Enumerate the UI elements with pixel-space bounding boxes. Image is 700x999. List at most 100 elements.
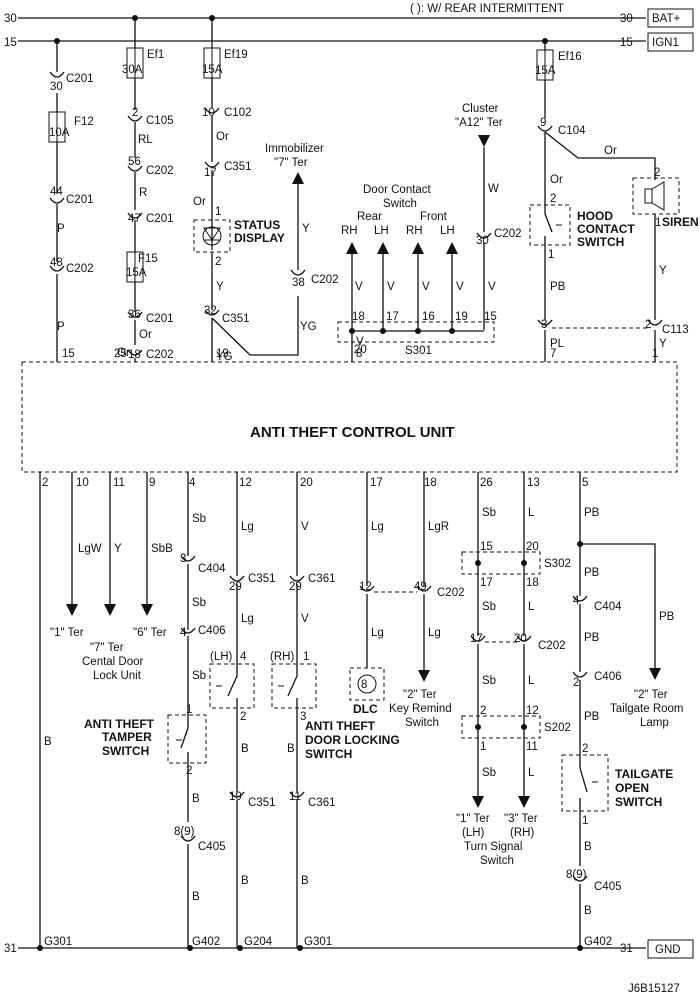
door-front-rh-arrow-icon	[412, 242, 424, 254]
label-components-rear: Rear	[357, 211, 382, 223]
label-wires-LgW: LgW	[78, 543, 102, 555]
tamper-switch-contact-icon	[176, 716, 189, 763]
label-connectors-c361: C361	[308, 573, 336, 585]
label-components-cluster_1: Cluster	[462, 103, 499, 115]
label-fuses-f12_rating: 10A	[49, 127, 70, 139]
rail-15: 15 15 IGN1	[4, 32, 694, 52]
label-wires-Lg: Lg	[241, 613, 254, 625]
label-pins-p48: 48	[50, 257, 63, 269]
label-pins-p9: 9	[540, 117, 546, 129]
label-components-rh: RH	[406, 225, 423, 237]
label-fuses-f15_rating: 15A	[126, 267, 147, 279]
label-components-hood_1: HOOD	[577, 209, 613, 223]
label-wires-RL: RL	[138, 134, 153, 146]
label-pins-p2: 2	[573, 677, 579, 689]
label-pins-p2: 2	[582, 743, 588, 755]
label-pins-p36: 36	[128, 309, 141, 321]
label-pins-p8: 8	[361, 679, 367, 691]
door-front-lh-arrow-icon	[446, 242, 458, 254]
label-components-central_2: Lock Unit	[93, 670, 142, 682]
label-components-turn_2: Switch	[480, 855, 514, 867]
label-connectors-c405: C405	[198, 841, 226, 853]
label-connectors-c201: C201	[66, 73, 94, 85]
label-pins-p56: 56	[128, 156, 141, 168]
label-connectors-c361: C361	[308, 797, 336, 809]
hood-contact-switch-box	[529, 204, 571, 246]
tamper-switch-box	[167, 714, 207, 764]
label-connectors-c104: C104	[558, 125, 586, 137]
label-pins-p1: 1	[480, 741, 486, 753]
rail-30-label-right: 30	[620, 13, 633, 25]
label-connectors-c201: C201	[66, 194, 94, 206]
splice-s302	[461, 551, 541, 575]
label-components-ter1: "1" Ter	[50, 627, 84, 639]
central-door-lock-leads: LgW Y SbB "1" Ter "7" Ter "6" Ter Cental…	[50, 472, 173, 682]
label-wires-Sb: Sb	[482, 507, 496, 519]
label-wires-Lg: Lg	[371, 627, 384, 639]
tailgate-switch-box	[561, 754, 609, 812]
label-wires-Lg: Lg	[371, 521, 384, 533]
label-components-lamp_2: Tailgate Room	[610, 703, 684, 715]
label-connectors-c202: C202	[66, 263, 94, 275]
label-pins-p3: 3	[300, 711, 306, 723]
label-wires-PB: PB	[659, 611, 675, 623]
label-wires-B: B	[192, 891, 200, 903]
label-wires-Y: Y	[659, 338, 667, 350]
label-wires-Y: Y	[302, 223, 310, 235]
label-wires-PL: PL	[550, 338, 565, 350]
immobilizer-arrow-icon	[292, 172, 304, 184]
label-components-lh: LH	[440, 225, 455, 237]
label-pins-p2: 2	[480, 705, 486, 717]
label-connectors-c202: C202	[538, 640, 566, 652]
ter6-arrow-icon	[141, 604, 153, 616]
ign1-label: IGN1	[652, 37, 679, 49]
label-grounds-g402a: G402	[192, 936, 220, 948]
label-wires-Sb: Sb	[192, 670, 206, 682]
bat-plus-label: BAT+	[652, 13, 681, 25]
label-grounds-g301b: G301	[304, 936, 332, 948]
label-grounds-g204: G204	[244, 936, 273, 948]
label-wires-Y: Y	[659, 265, 667, 277]
rear-intermittent-note: ( ): W/ REAR INTERMITTENT	[410, 3, 564, 15]
pin-10: 10	[76, 477, 89, 489]
label-pins-p1: 1	[655, 217, 661, 229]
rh-lock-switch-contact-icon	[278, 664, 298, 708]
label-connectors-c113: C113	[662, 324, 689, 336]
label-pins-p19: 19	[455, 311, 468, 323]
label-wires-V: V	[456, 281, 464, 293]
label-connectors-c202: C202	[437, 587, 465, 599]
label-wires-L: L	[528, 675, 535, 687]
rail-15-label-right: 15	[620, 37, 633, 49]
label-components-turn_lh: (LH)	[462, 827, 485, 839]
label-pins-p29: 29	[289, 581, 302, 593]
label-pins-p38: 38	[292, 277, 305, 289]
label-components-immobilizer_1: Immobilizer	[265, 143, 324, 155]
pin-8: 8	[356, 348, 362, 360]
label-components-cluster_2: "A12" Ter	[455, 117, 503, 129]
label-connectors-c405: C405	[594, 881, 622, 893]
pin-15: 15	[62, 348, 75, 360]
door-contact-switch: Door Contact Switch Rear Front RH LH RH …	[337, 103, 522, 362]
label-wires-V: V	[422, 281, 430, 293]
circuit-f12: 30 C201 F12 10A 44 C201 P 48 C202 P	[48, 41, 94, 362]
label-connectors-s302: S302	[544, 558, 571, 570]
ter1-arrow-icon	[66, 604, 78, 616]
label-wires-V: V	[301, 613, 309, 625]
circuit-ef19: Ef19 15A 10 C102 Or 17 C351 Or 1 STATUS …	[193, 18, 339, 363]
label-pins-p30: 30	[50, 81, 63, 93]
label-wires-V: V	[387, 281, 395, 293]
label-wires-P: P	[57, 223, 65, 235]
label-connectors-c404: C404	[198, 563, 226, 575]
label-pins-p1: 1	[548, 249, 554, 261]
label-components-doorlock_2: DOOR LOCKING	[305, 733, 400, 747]
label-pins-p4: 4	[180, 627, 187, 639]
label-wires-Or: Or	[117, 347, 130, 359]
label-wires-Or: Or	[193, 196, 206, 208]
label-connectors-s202: S202	[544, 722, 571, 734]
label-components-keyremind_2: Key Remind	[389, 703, 452, 715]
door-rear-rh-arrow-icon	[346, 242, 358, 254]
label-components-door_contact_1: Door Contact	[363, 184, 432, 196]
label-wires-PB: PB	[550, 281, 566, 293]
label-wires-Y: Y	[114, 543, 122, 555]
